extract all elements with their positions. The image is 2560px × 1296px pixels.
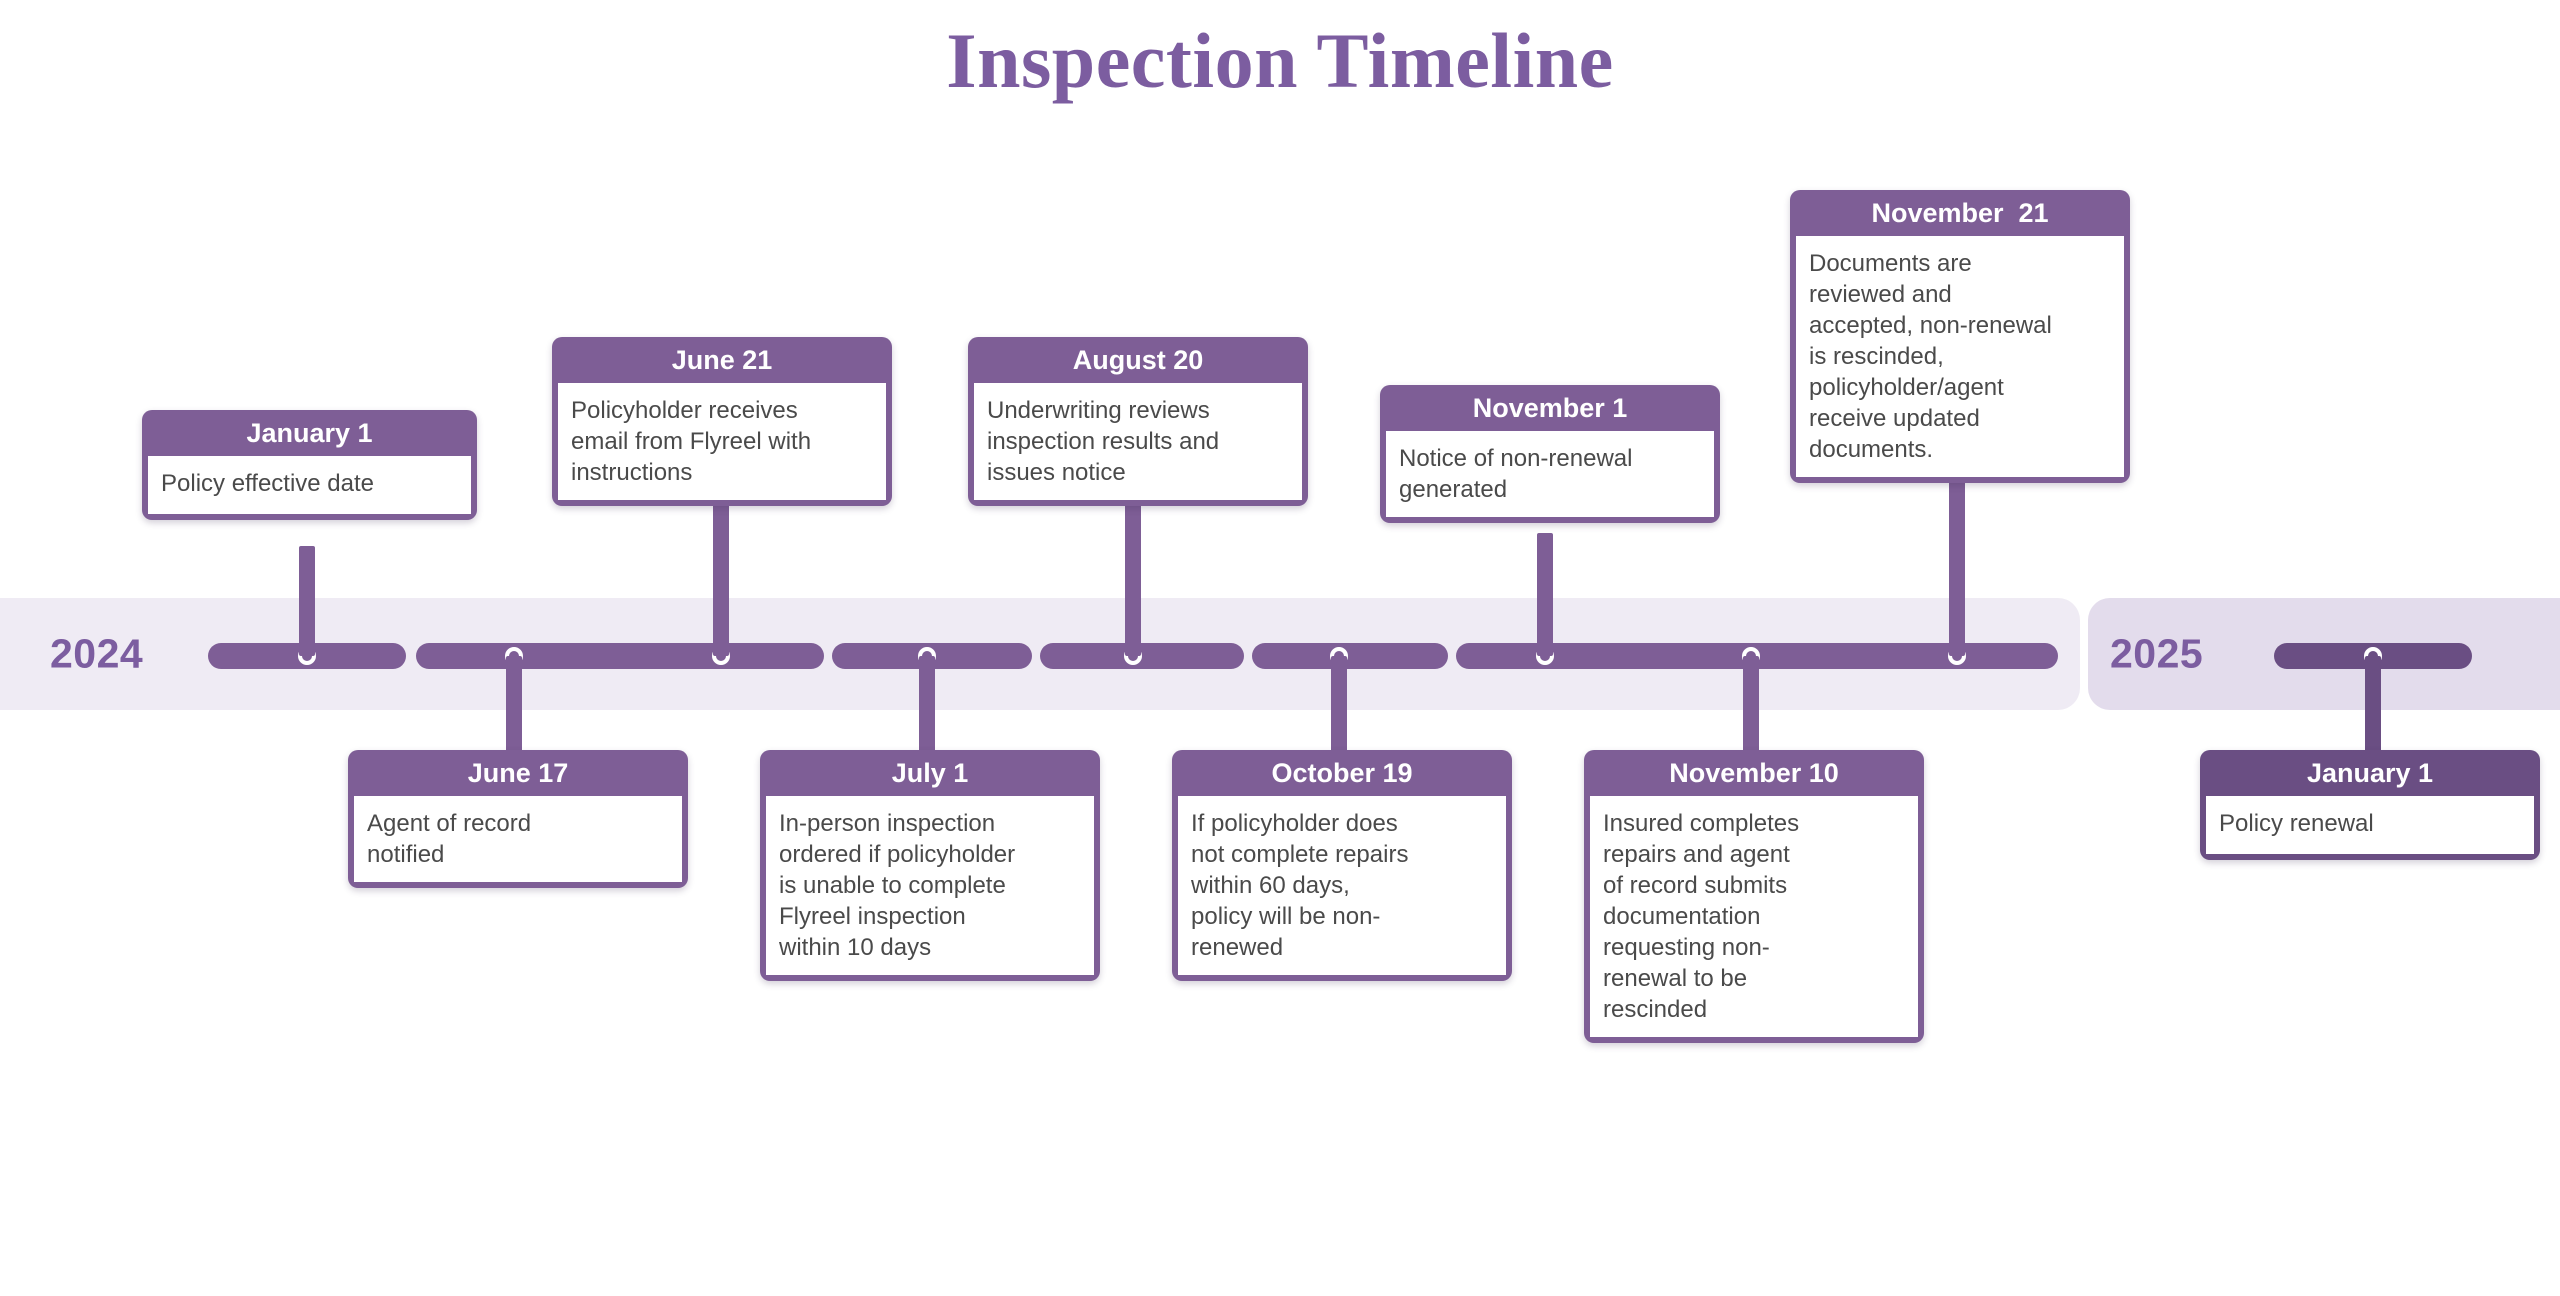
year-label-2025: 2025 <box>2110 630 2204 677</box>
timeline-card-november-10-2024[interactable]: November 10 Insured completes repairs an… <box>1584 750 1924 1043</box>
timeline-card-november-1-2024[interactable]: November 1 Notice of non-renewal generat… <box>1380 385 1720 523</box>
timeline-card-november-21-2024[interactable]: November 21 Documents are reviewed and a… <box>1790 190 2130 483</box>
card-date-january-1-2024: January 1 <box>246 418 373 448</box>
stem-january-1-2024 <box>299 546 315 656</box>
timeline-card-january-1-2024[interactable]: January 1 Policy effective date <box>142 410 477 520</box>
card-description-june-17-2024: Agent of record notified <box>354 796 682 882</box>
card-description-august-20-2024: Underwriting reviews inspection results … <box>974 383 1302 500</box>
card-date-june-17-2024: June 17 <box>467 758 569 788</box>
card-date-june-21-2024: June 21 <box>671 345 773 375</box>
timeline-card-june-17-2024[interactable]: June 17 Agent of record notified <box>348 750 688 888</box>
stem-november-10-2024 <box>1743 656 1759 766</box>
card-description-november-1-2024: Notice of non-renewal generated <box>1386 431 1714 517</box>
stem-june-17-2024 <box>506 656 522 766</box>
card-date-november-1-2024: November 1 <box>1472 393 1628 423</box>
card-date-july-1-2024: July 1 <box>891 758 969 788</box>
year-label-2024: 2024 <box>50 630 144 677</box>
stem-june-21-2024 <box>713 458 729 656</box>
stem-october-19-2024 <box>1331 656 1347 766</box>
card-date-november-21-2024: November 21 <box>1871 198 2049 228</box>
card-date-january-1-2025: January 1 <box>2306 758 2434 788</box>
stem-august-20-2024 <box>1125 458 1141 656</box>
track-segment-5 <box>1252 643 1448 669</box>
timeline-card-june-21-2024[interactable]: June 21 Policyholder receives email from… <box>552 337 892 506</box>
card-description-january-1-2024: Policy effective date <box>148 456 471 514</box>
stem-july-1-2024 <box>919 656 935 766</box>
card-description-november-10-2024: Insured completes repairs and agent of r… <box>1590 796 1918 1037</box>
track-segment-4 <box>1040 643 1244 669</box>
track-segment-2 <box>416 643 824 669</box>
card-description-january-1-2025: Policy renewal <box>2206 796 2534 854</box>
timeline-card-august-20-2024[interactable]: August 20 Underwriting reviews inspectio… <box>968 337 1308 506</box>
stem-november-1-2024 <box>1537 533 1553 656</box>
page-title: Inspection Timeline <box>946 17 1614 104</box>
card-description-july-1-2024: In-person inspection ordered if policyho… <box>766 796 1094 975</box>
card-date-august-20-2024: August 20 <box>1072 345 1204 375</box>
card-date-october-19-2024: October 19 <box>1271 758 1413 788</box>
timeline-card-october-19-2024[interactable]: October 19 If policyholder does not comp… <box>1172 750 1512 981</box>
timeline-card-january-1-2025[interactable]: January 1 Policy renewal <box>2200 750 2540 860</box>
card-description-november-21-2024: Documents are reviewed and accepted, non… <box>1796 236 2124 477</box>
stem-january-1-2025 <box>2365 656 2381 766</box>
card-description-june-21-2024: Policyholder receives email from Flyreel… <box>558 383 886 500</box>
card-date-november-10-2024: November 10 <box>1669 758 1839 788</box>
card-description-october-19-2024: If policyholder does not complete repair… <box>1178 796 1506 975</box>
timeline-card-july-1-2024[interactable]: July 1 In-person inspection ordered if p… <box>760 750 1100 981</box>
